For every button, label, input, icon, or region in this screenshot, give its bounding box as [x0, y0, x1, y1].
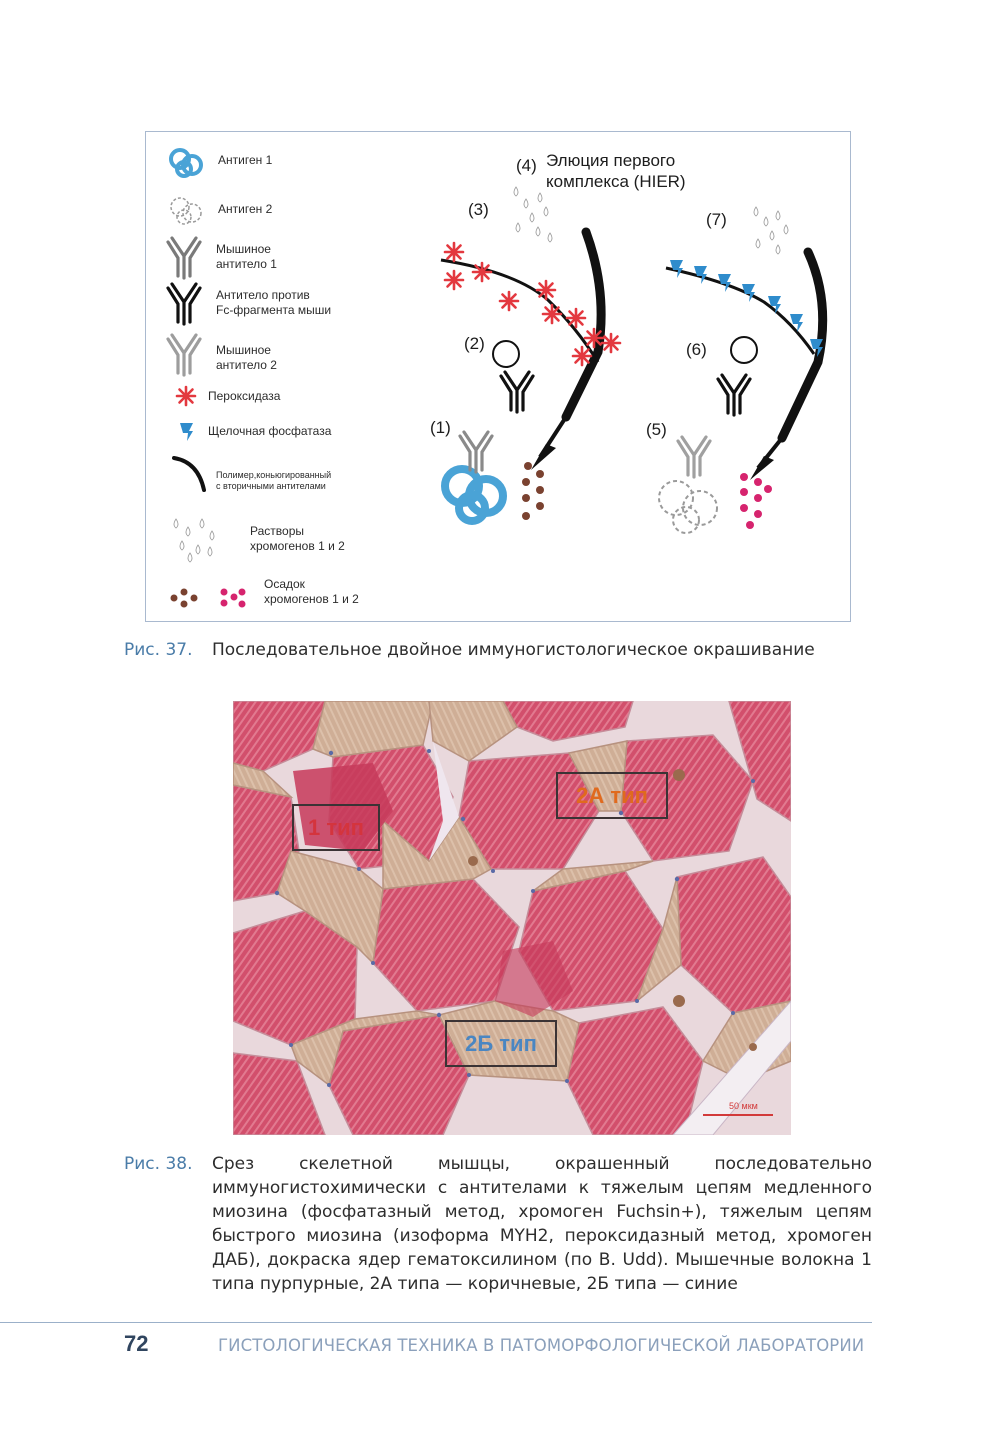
chromogen-solutions-icon [173, 518, 215, 563]
page-number: 72 [124, 1331, 149, 1356]
running-title: ГИСТОЛОГИЧЕСКАЯ ТЕХНИКА В ПАТОМОРФОЛОГИЧ… [218, 1336, 865, 1355]
figure-37-caption: Рис. 37. Последовательное двойное иммуно… [124, 638, 872, 662]
antigen-1-icon [169, 148, 203, 178]
antigen-1-complex [440, 186, 622, 525]
legend-label-chromogen-precipitate: Осадок хромогенов 1 и 2 [264, 577, 359, 606]
legend-label-chromogen-solutions: Растворы хромогенов 1 и 2 [250, 524, 345, 553]
step-label-7: (7) [706, 210, 727, 229]
label-box-type-2a: 2А тип [556, 772, 668, 819]
legend-label-mouse-antibody-2: Мышиное антитело 2 [216, 343, 277, 372]
footer-divider [0, 1322, 872, 1323]
step-label-5: (5) [646, 420, 667, 439]
legend-label-anti-fc-antibody: Антитело против Fc-фрагмента мыши [216, 288, 332, 317]
figure-37-number: Рис. 37. [124, 640, 193, 660]
step-label-4: (4) [516, 156, 537, 175]
legend-label-phosphatase: Щелочная фосфатаза [208, 424, 332, 438]
legend-label-polymer: Полимер,коньюгированный с вторичными ант… [216, 470, 332, 491]
alkaline-phosphatase-icon [180, 423, 193, 441]
muscle-micrograph: 1 тип 2А тип 2Б тип 50 мкм [233, 701, 791, 1135]
step-label-3: (3) [468, 200, 489, 219]
step-label-1: (1) [430, 418, 451, 437]
anti-mouse-fc-antibody-icon [166, 282, 202, 326]
micrograph-graphics [233, 701, 791, 1135]
step-label-2: (2) [464, 334, 485, 353]
legend-label-antigen-1: Антиген 1 [218, 153, 273, 167]
mouse-antibody-1-icon [166, 236, 202, 280]
elution-label: Элюция первого комплекса (HIER) [546, 151, 686, 191]
label-box-type-2b: 2Б тип [445, 1020, 557, 1067]
legend-label-peroxidase: Пероксидаза [208, 389, 281, 403]
figure-38-number: Рис. 38. [124, 1154, 193, 1174]
figure-38-caption-text: Срез скелетной мышцы, окрашенный последо… [212, 1154, 872, 1294]
scale-bar-label: 50 мкм [729, 1101, 758, 1111]
label-box-type-1: 1 тип [292, 804, 380, 851]
legend-label-antigen-2: Антиген 2 [218, 202, 273, 216]
legend-label-mouse-antibody-1: Мышиное антитело 1 [216, 242, 277, 271]
figure-37-diagram: Антиген 1 Антиген 2 Мышиное антитело 1 А… [145, 131, 851, 622]
figure-38-caption: Рис. 38. Срез скелетной мышцы, окрашенны… [124, 1152, 872, 1302]
peroxidase-icon [175, 385, 197, 407]
figure-37-graphics [166, 148, 828, 608]
step-label-6: (6) [686, 340, 707, 359]
polymer-icon [172, 456, 206, 492]
figure-37-caption-text: Последовательное двойное иммуногистологи… [212, 640, 815, 660]
chromogen-precipitate-icon [170, 588, 246, 608]
antigen-2-icon [170, 197, 202, 225]
antigen-2-complex [658, 206, 828, 534]
mouse-antibody-2-icon [166, 333, 202, 377]
